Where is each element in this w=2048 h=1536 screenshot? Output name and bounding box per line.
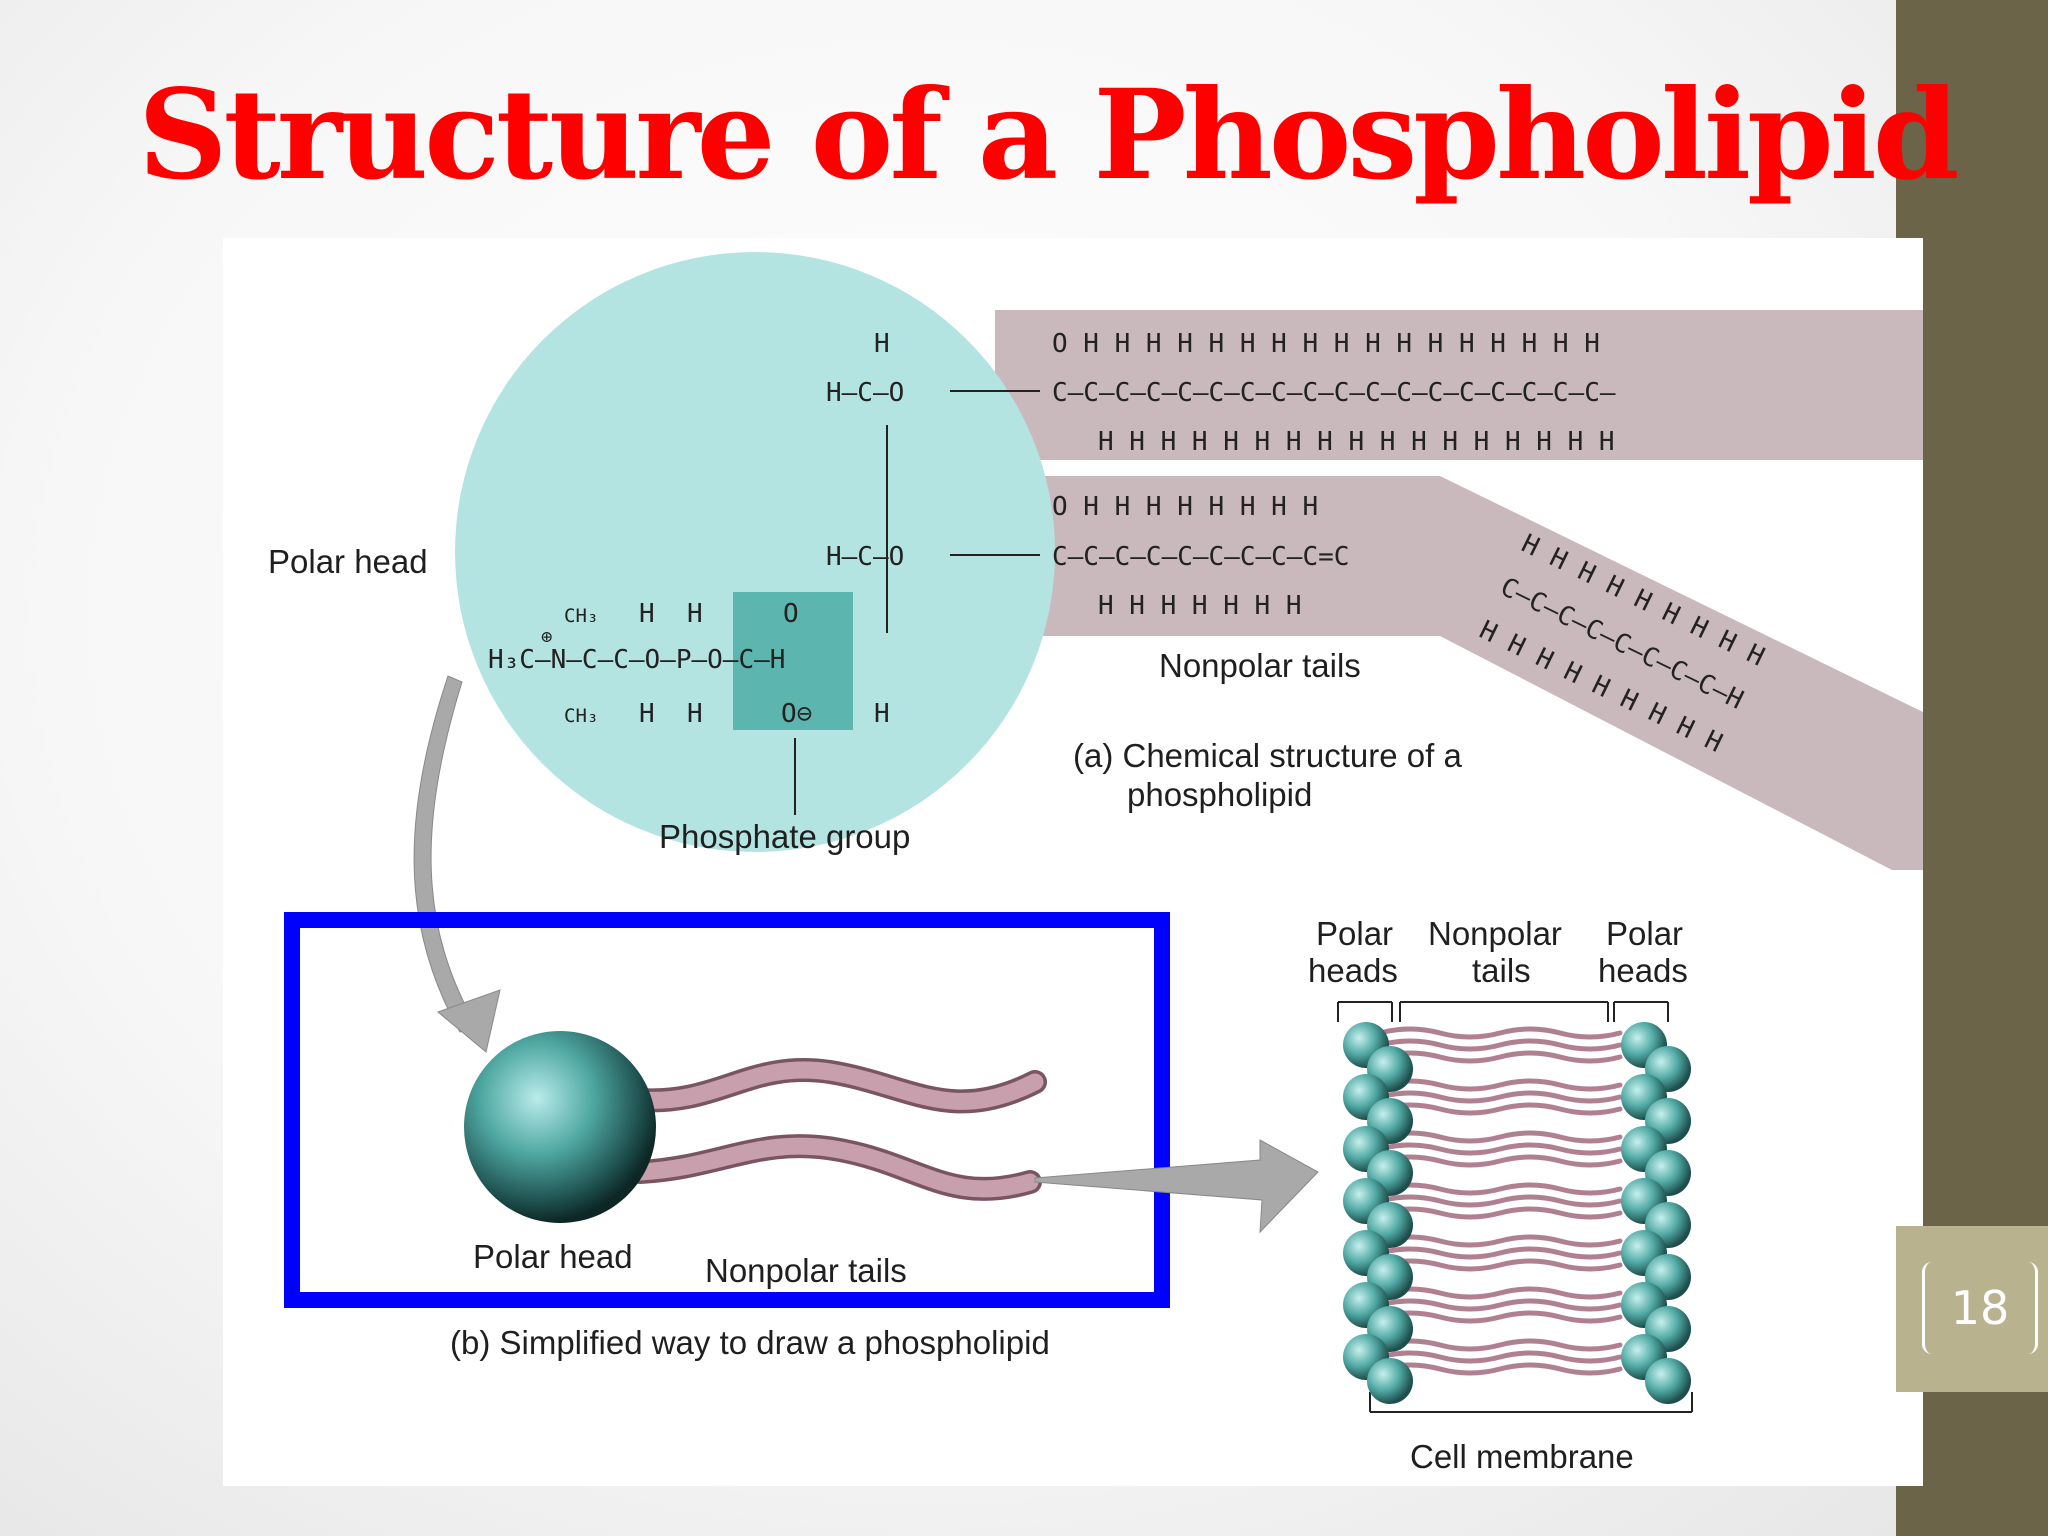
slide-title: Structure of a Phospholipid [138, 63, 1960, 208]
label-polar-heads-left-2: heads [1308, 952, 1398, 989]
highlight-box [284, 912, 1170, 1308]
lipid-tail [1377, 1258, 1623, 1272]
lipid-tail [1377, 1102, 1623, 1116]
curved-arrow [413, 675, 475, 1033]
lipid-tail [1377, 1206, 1623, 1220]
tail-band-2 [995, 476, 1923, 870]
chem-h-2: H [687, 599, 703, 629]
lipid-head-right [1645, 1358, 1691, 1404]
lipid-tail [1377, 1234, 1623, 1248]
lipid-tail [1377, 1130, 1623, 1144]
chem-glycerol-c2: H–C–O [826, 542, 904, 572]
chem-o-double: O [783, 599, 799, 629]
tail2-top: O H H H H H H H H [1052, 492, 1318, 522]
chem-o-minus: O⊖ [781, 699, 812, 729]
label-nonpolar-1: Nonpolar [1428, 915, 1562, 952]
lipid-tail [1377, 1050, 1623, 1064]
phosphate-highlight [733, 592, 853, 730]
tail1-bottom: H H H H H H H H H H H H H H H H H [1098, 427, 1615, 457]
bracket-bottom [1369, 1392, 1693, 1413]
lipid-tail [1377, 1038, 1623, 1052]
bracket-middle [1399, 1001, 1609, 1022]
lipid-tail [1377, 1362, 1623, 1376]
lipid-tail [1377, 1310, 1623, 1324]
simplified-phospholipid: Polar head Nonpolar tails (b) Simplified… [284, 912, 1170, 1361]
tail-band-1 [995, 310, 1923, 460]
lipid-tail [1377, 1090, 1623, 1104]
lipid-tail [1377, 1078, 1623, 1092]
label-polar-heads-right-2: heads [1598, 952, 1688, 989]
label-nonpolar-tails-a: Nonpolar tails [1159, 647, 1361, 684]
label-nonpolar-tails-b: Nonpolar tails [705, 1252, 907, 1289]
curved-arrow-head [437, 989, 501, 1053]
tail2-bottom: H H H H H H H [1098, 591, 1302, 621]
simple-tail-top [631, 1061, 1044, 1110]
chem-ch3-top: CH₃ [564, 605, 598, 627]
label-cell-membrane: Cell membrane [1410, 1438, 1634, 1475]
lipid-tail [1377, 1194, 1623, 1208]
cell-membrane: Polar heads Nonpolar tails Polar heads C… [1308, 915, 1693, 1475]
label-nonpolar-2: tails [1472, 952, 1531, 989]
label-polar-heads-left-1: Polar [1316, 915, 1393, 952]
bracket-left [1337, 1001, 1393, 1022]
caption-a-line1: (a) Chemical structure of a [1073, 737, 1462, 774]
lipid-tail [1377, 1286, 1623, 1300]
chem-glycerol-c1: H–C–O [826, 378, 904, 408]
label-polar-head-b: Polar head [473, 1238, 633, 1275]
lipid-tail [1377, 1154, 1623, 1168]
chem-h-top: H [874, 329, 890, 359]
chem-choline-line: H₃C–N—C–C–O–P–O–C–H [488, 645, 785, 675]
straight-arrow [1034, 1139, 1319, 1234]
tail1-top: O H H H H H H H H H H H H H H H H H [1052, 329, 1600, 359]
chem-h-3: H [639, 699, 655, 729]
chem-plus: ⊕ [541, 626, 552, 648]
lipid-head-left [1367, 1358, 1413, 1404]
caption-a-line2: phospholipid [1127, 776, 1312, 813]
polar-head-circle [455, 252, 1055, 852]
lipid-tail [1377, 1182, 1623, 1196]
simple-tail-bottom [631, 1137, 1039, 1198]
lipid-tail [1377, 1338, 1623, 1352]
lipid-tail [1377, 1142, 1623, 1156]
bracket-right [1613, 1001, 1669, 1022]
simple-polar-head [464, 1031, 656, 1223]
lipid-tail [1377, 1350, 1623, 1364]
label-polar-head-a: Polar head [268, 543, 428, 580]
chem-h-5: H [874, 699, 890, 729]
chemical-structure: H H–C–O H–C–O CH₃ ⊕ H H O H₃C–N—C–C–O–P–… [268, 252, 1923, 870]
lipid-tail [1377, 1246, 1623, 1260]
tail2-chain: C–C–C–C–C–C–C–C–C=C [1052, 542, 1349, 572]
chem-ch3-bottom: CH₃ [564, 705, 598, 727]
caption-b: (b) Simplified way to draw a phospholipi… [450, 1324, 1050, 1361]
label-polar-heads-right-1: Polar [1606, 915, 1683, 952]
chem-h-4: H [687, 699, 703, 729]
chem-h-1: H [639, 599, 655, 629]
lipid-tail [1377, 1026, 1623, 1040]
page-number: 18 [1922, 1262, 2038, 1354]
lipid-tail [1377, 1298, 1623, 1312]
tail1-chain: C–C–C–C–C–C–C–C–C–C–C–C–C–C–C–C–C–C– [1052, 378, 1616, 408]
lipid-bilayer [1343, 1022, 1691, 1404]
page-number-tab [1896, 1226, 2048, 1392]
label-phosphate-group: Phosphate group [659, 818, 910, 855]
